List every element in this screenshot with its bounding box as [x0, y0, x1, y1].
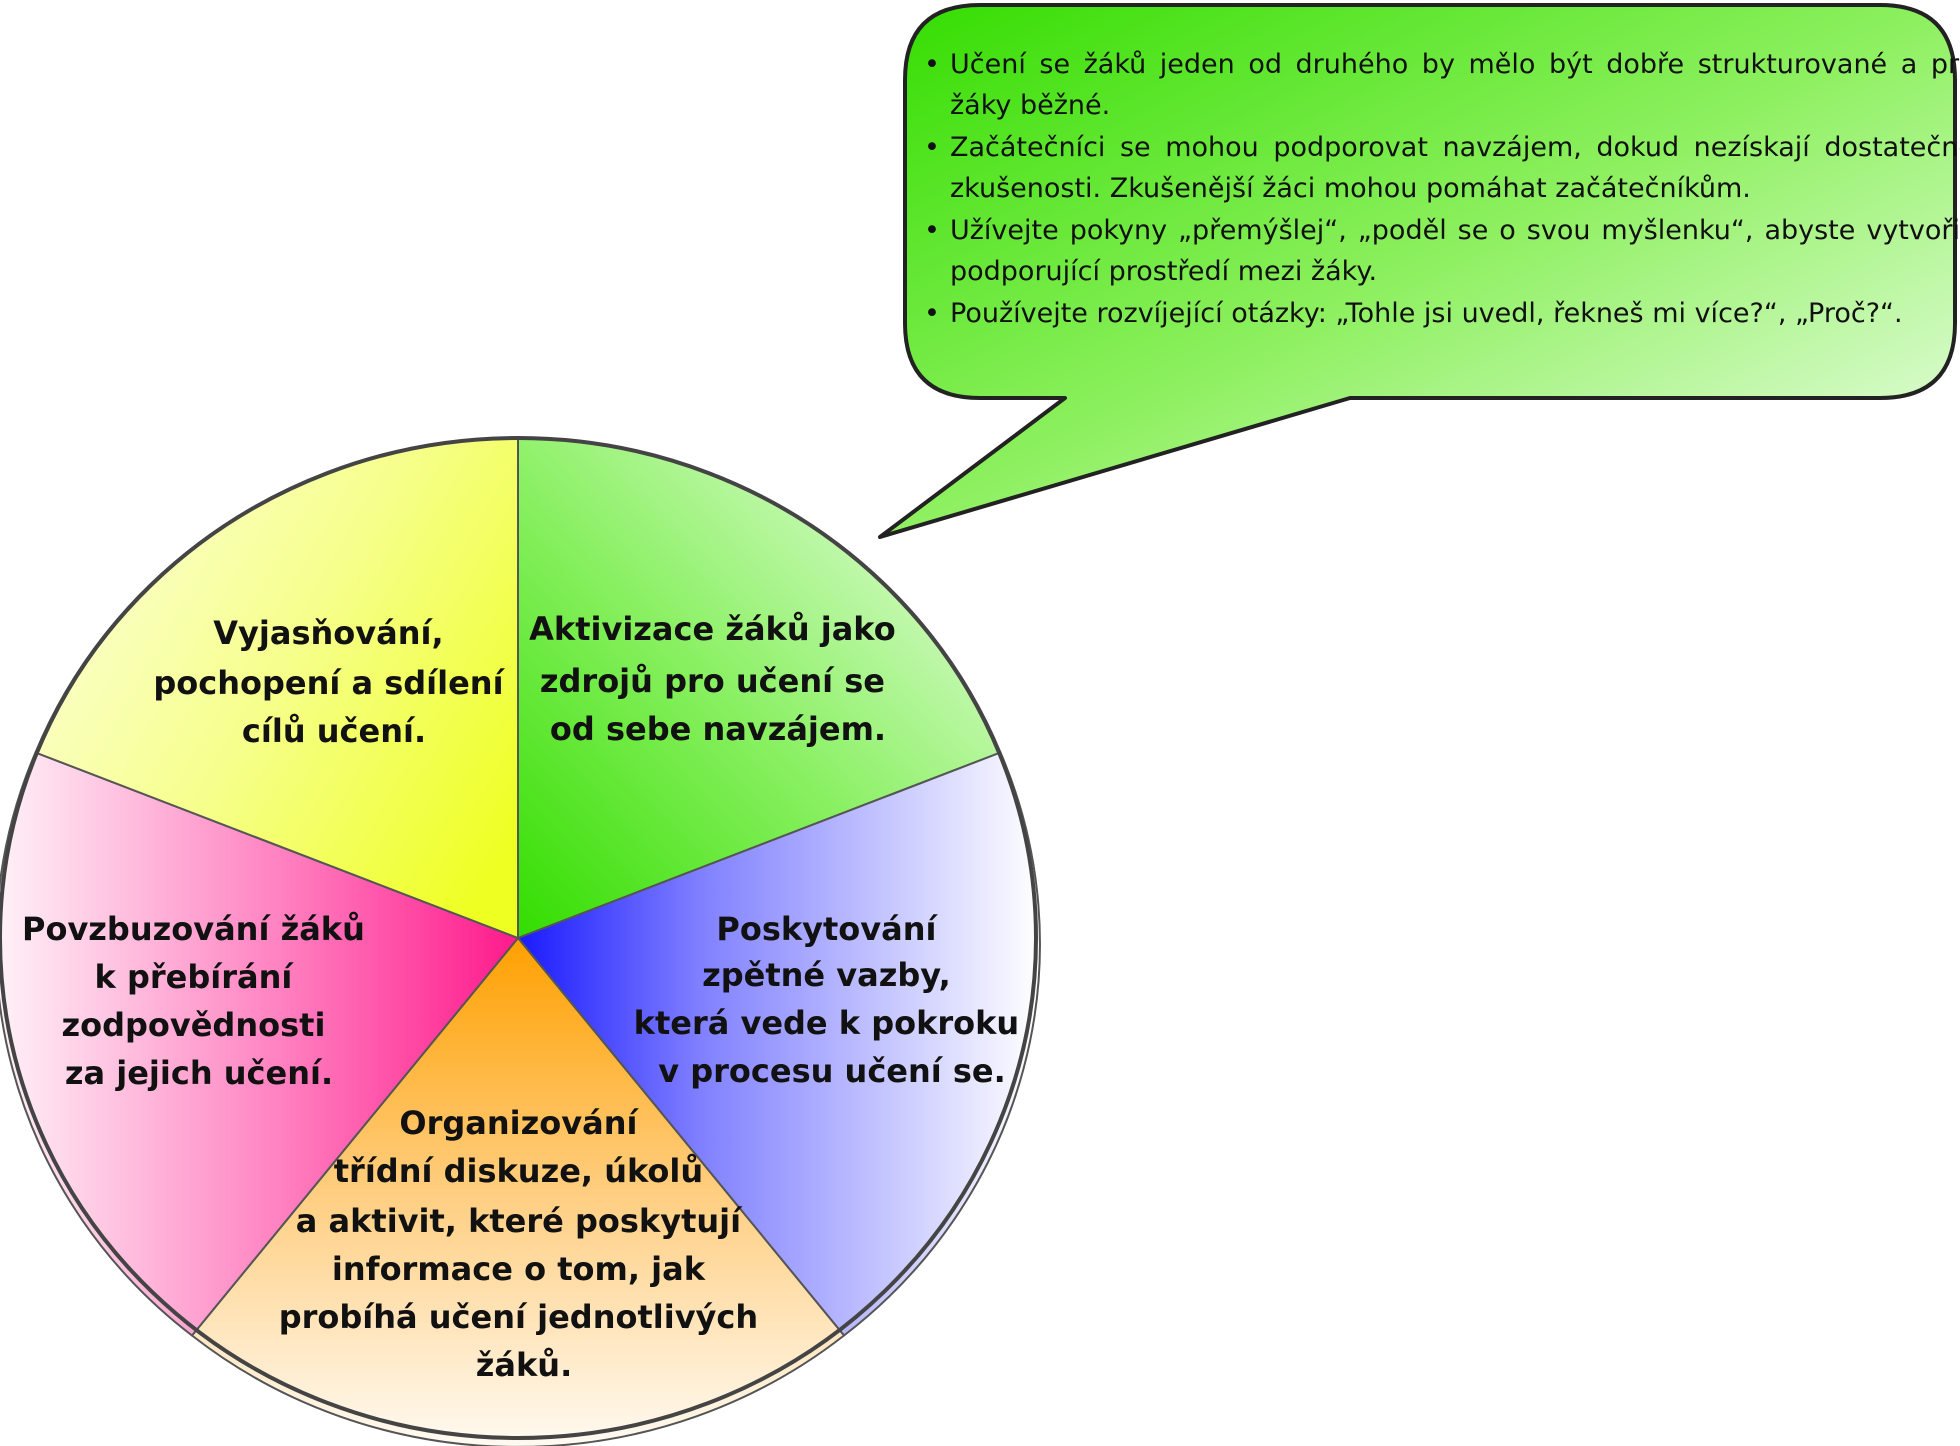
label-line: v procesu učení se. — [658, 1052, 1006, 1090]
label-line: za jejich učení. — [65, 1054, 333, 1092]
segment-orange — [190, 936, 846, 1446]
label-line: Aktivizace žáků jako — [529, 610, 896, 648]
label-blue: Poskytování zpětné vazby, která vede k p… — [634, 910, 1031, 1090]
label-line: Povzbuzování žáků — [22, 910, 365, 948]
label-line: od sebe navzájem. — [550, 710, 886, 748]
label-orange: Organizování třídní diskuze, úkolů a akt… — [279, 1104, 770, 1384]
label-line: Vyjasňování, — [213, 614, 443, 652]
callout-bullet: Učení se žáků jeden od druhého by mělo b… — [924, 44, 1960, 126]
wheel-outline — [0, 436, 1038, 1440]
label-line: zdrojů pro učení se — [540, 662, 885, 700]
callout-bullet-list: Učení se žáků jeden od druhého by mělo b… — [918, 44, 1960, 335]
label-pink: Povzbuzování žáků k přebírání zodpovědno… — [22, 910, 376, 1092]
label-line: žáků. — [476, 1346, 572, 1384]
label-line: Organizování — [399, 1104, 639, 1142]
label-line: která vede k pokroku — [634, 1004, 1020, 1042]
label-green: Aktivizace žáků jako zdrojů pro učení se… — [529, 610, 907, 748]
label-yellow: Vyjasňování, pochopení a sdílení cílů uč… — [153, 614, 514, 750]
callout-bullet: Užívejte pokyny „přemýšlej“, „poděl se o… — [924, 210, 1960, 292]
label-line: informace o tom, jak — [332, 1250, 706, 1288]
label-line: třídní diskuze, úkolů — [334, 1152, 703, 1190]
label-line: pochopení a sdílení — [153, 664, 505, 702]
label-line: a aktivit, které poskytují — [296, 1202, 743, 1240]
callout-bullet: Používejte rozvíjející otázky: „Tohle js… — [924, 293, 1960, 334]
segment-pink — [0, 751, 520, 1337]
label-line: zodpovědnosti — [61, 1006, 325, 1044]
label-line: cílů učení. — [242, 712, 426, 750]
label-line: k přebírání — [95, 958, 295, 996]
callout-bullet: Začátečníci se mohou podporovat navzájem… — [924, 127, 1960, 209]
wheel — [0, 436, 1041, 1446]
label-line: zpětné vazby, — [702, 956, 951, 994]
segment-blue — [516, 751, 1041, 1337]
label-line: Poskytování — [716, 910, 938, 948]
label-line: probíhá učení jednotlivých — [279, 1298, 758, 1336]
